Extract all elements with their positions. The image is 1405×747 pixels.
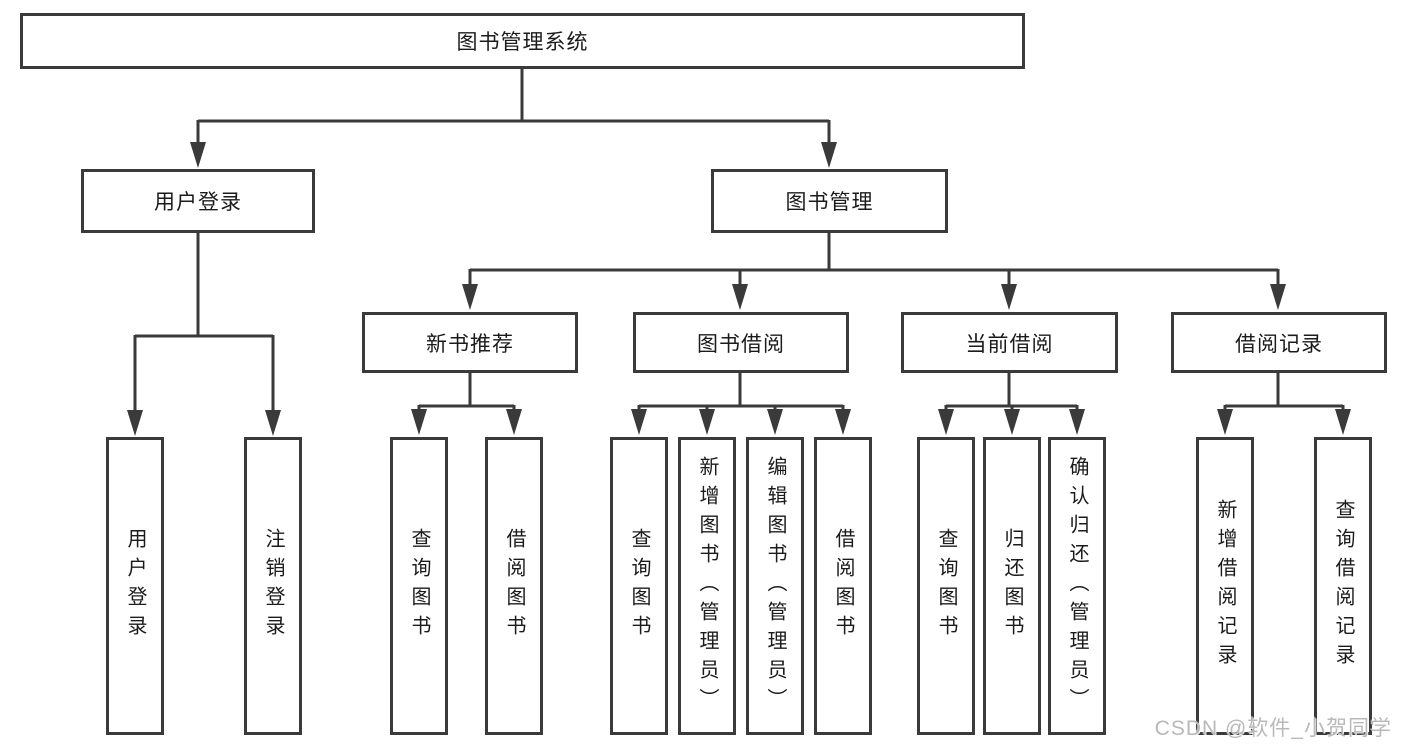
leaf-borrow-books-borrowing: 借阅图书 xyxy=(814,437,872,735)
leaf-label: 注销登录 xyxy=(262,528,284,644)
leaf-query-books-recommend: 查询图书 xyxy=(390,437,448,735)
leaf-confirm-return-admin: 确认归还（管理员） xyxy=(1048,437,1106,735)
leaf-label: 查询图书 xyxy=(628,528,650,644)
leaf-label: 新增借阅记录 xyxy=(1214,499,1236,673)
leaf-borrow-books-recommend: 借阅图书 xyxy=(485,437,543,735)
leaf-label: 新增图书（管理员） xyxy=(696,455,718,717)
leaf-logout: 注销登录 xyxy=(244,437,302,735)
leaf-query-books-borrowing: 查询图书 xyxy=(610,437,668,735)
leaf-query-books-current: 查询图书 xyxy=(917,437,975,735)
node-new-book-recommendation: 新书推荐 xyxy=(362,312,578,373)
leaf-label: 查询图书 xyxy=(408,528,430,644)
leaf-label: 借阅图书 xyxy=(503,528,525,644)
leaf-label: 用户登录 xyxy=(124,528,146,644)
leaf-label: 确认归还（管理员） xyxy=(1066,455,1088,717)
node-user-login: 用户登录 xyxy=(81,169,315,233)
csdn-watermark: CSDN @软件_小贺同学 xyxy=(1154,717,1392,740)
leaf-label: 查询图书 xyxy=(935,528,957,644)
leaf-label: 查询借阅记录 xyxy=(1332,499,1354,673)
leaf-user-login: 用户登录 xyxy=(106,437,164,735)
leaf-add-books-admin: 新增图书（管理员） xyxy=(678,437,736,735)
leaf-edit-books-admin: 编辑图书（管理员） xyxy=(746,437,804,735)
node-book-borrowing: 图书借阅 xyxy=(633,312,849,373)
node-borrowing-records: 借阅记录 xyxy=(1171,312,1387,373)
leaf-label: 编辑图书（管理员） xyxy=(764,455,786,717)
leaf-query-borrow-record: 查询借阅记录 xyxy=(1314,437,1372,735)
leaf-return-books: 归还图书 xyxy=(983,437,1041,735)
node-book-management: 图书管理 xyxy=(711,169,948,233)
leaf-label: 归还图书 xyxy=(1001,528,1023,644)
leaf-label: 借阅图书 xyxy=(832,528,854,644)
node-library-management-system: 图书管理系统 xyxy=(20,13,1025,69)
leaf-add-borrow-record: 新增借阅记录 xyxy=(1196,437,1254,735)
node-current-borrowing: 当前借阅 xyxy=(901,312,1118,373)
